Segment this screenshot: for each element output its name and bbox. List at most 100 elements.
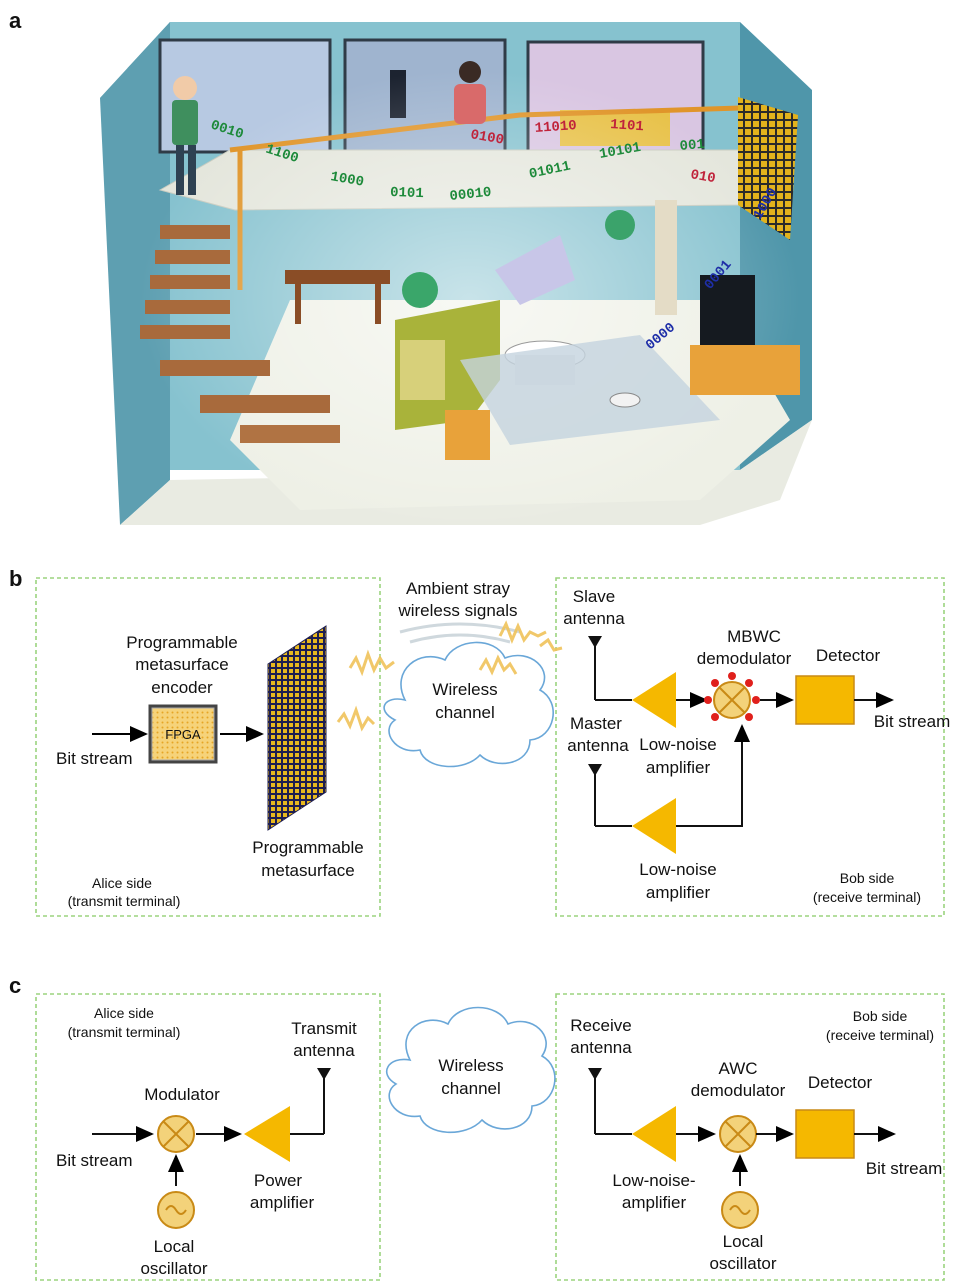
bob-side-label-1: Bob side (840, 870, 895, 886)
plant (402, 272, 438, 308)
armchair (495, 235, 575, 305)
bit-stream-red: 0100 11010 1101 010 (469, 117, 717, 187)
wireless-channel-cloud-c (385, 1006, 556, 1134)
wireless-label-1: Wireless (432, 680, 497, 699)
tower-fan (655, 200, 677, 315)
svg-text:11010: 11010 (534, 118, 577, 137)
svg-text:1000: 1000 (329, 169, 365, 191)
svg-text:0100: 0100 (469, 127, 505, 149)
svg-text:0101: 0101 (390, 185, 424, 202)
panel-b-diagram: Programmable metasurface encoder FPGA Bi… (35, 577, 951, 917)
slave-antenna-label-2: antenna (563, 609, 625, 628)
lna2-label-2: amplifier (646, 883, 711, 902)
receive-antenna-label-1: Receive (570, 1016, 631, 1035)
left-wall (100, 22, 170, 525)
bob-box-c (555, 993, 945, 1281)
bob-side-label-c-2: (receive terminal) (826, 1027, 934, 1043)
mbwc-label-2: demodulator (697, 649, 792, 668)
alice-side-label-2: (transmit terminal) (68, 893, 181, 909)
lna1-label-2: amplifier (646, 758, 711, 777)
modulator-icon (157, 1115, 195, 1153)
awc-label-1: AWC (718, 1059, 757, 1078)
lna-c-label-1: Low-noise- (612, 1171, 695, 1190)
local-oscillator-icon-2 (721, 1191, 759, 1229)
metasurface-label-2: metasurface (261, 861, 355, 880)
detector-block-c (795, 1109, 855, 1159)
bit-stream-in-label: Bit stream (56, 749, 133, 768)
bit-stream-out-label: Bit stream (874, 712, 951, 731)
bob-side-label-c-1: Bob side (853, 1008, 908, 1024)
awc-demodulator-icon (719, 1115, 757, 1153)
house-scene: 0010 1100 1000 0101 00010 01011 10101 00… (100, 22, 812, 530)
panel-c-diagram: Alice side (transmit terminal) Transmit … (35, 993, 945, 1281)
mbwc-demodulator-icon (704, 672, 760, 721)
master-antenna-label-1: Master (570, 714, 622, 733)
panel-letter-c: c (9, 973, 22, 998)
svg-text:001: 001 (679, 137, 706, 155)
stray-signals (336, 620, 563, 732)
slave-antenna-label-1: Slave (573, 587, 616, 606)
master-antenna-icon (588, 764, 602, 826)
master-antenna-label-2: antenna (567, 736, 629, 755)
encoder-label-3: encoder (151, 678, 213, 697)
alice-side-label-1: Alice side (94, 1005, 154, 1021)
alice-box-c (35, 993, 381, 1281)
alice-side-label-1: Alice side (92, 875, 152, 891)
metasurface-label-1: Programmable (252, 838, 364, 857)
lna1-label-1: Low-noise (639, 735, 717, 754)
panel-letter-b: b (9, 566, 23, 591)
bit-stream-out-label-c: Bit stream (866, 1159, 943, 1178)
lo2-label-1: Local (723, 1232, 764, 1251)
power-amp-label-2: amplifier (250, 1193, 315, 1212)
person-seated (454, 61, 486, 124)
staircase (140, 225, 340, 443)
local-oscillator-icon-1 (157, 1191, 195, 1229)
wireless-label-2: channel (435, 703, 495, 722)
transmit-antenna-icon (317, 1068, 331, 1134)
dining-table (285, 270, 390, 284)
bob-side-label-2: (receive terminal) (813, 889, 921, 905)
side-table (445, 410, 490, 460)
encoder-label-2: metasurface (135, 655, 229, 674)
wireless-channel-cloud (383, 641, 554, 768)
lna-2 (632, 798, 676, 854)
wall-metasurface (738, 97, 798, 240)
lna2-label-1: Low-noise (639, 860, 717, 879)
power-amp-label-1: Power (254, 1171, 303, 1190)
lo1-label-1: Local (154, 1237, 195, 1256)
rug (460, 335, 720, 445)
receive-antenna-icon (588, 1068, 602, 1134)
bob-box (555, 577, 945, 917)
programmable-metasurface (267, 625, 327, 831)
panel-letter-a: a (9, 8, 22, 33)
alice-side-label-2: (transmit terminal) (68, 1024, 181, 1040)
modulator-label: Modulator (144, 1085, 220, 1104)
person-alice (172, 76, 198, 195)
ambient-label-2: wireless signals (397, 601, 517, 620)
detector-label: Detector (816, 646, 881, 665)
receive-antenna-label-2: antenna (570, 1038, 632, 1057)
fpga-chip (148, 704, 218, 764)
bit-stream-in-label-c: Bit stream (56, 1151, 133, 1170)
tv-cabinet (690, 345, 800, 395)
svg-text:00010: 00010 (449, 185, 492, 205)
lna-c (632, 1106, 676, 1162)
ambient-label-1: Ambient stray (406, 579, 510, 598)
wireless-label-c-2: channel (441, 1079, 501, 1098)
svg-text:10101: 10101 (598, 140, 642, 163)
transmit-antenna-label-2: antenna (293, 1041, 355, 1060)
wireless-label-c-1: Wireless (438, 1056, 503, 1075)
lo1-label-2: oscillator (140, 1259, 207, 1278)
detector-label-c: Detector (808, 1073, 873, 1092)
transmit-antenna-label-1: Transmit (291, 1019, 357, 1038)
lo2-label-2: oscillator (709, 1254, 776, 1273)
detector-block (795, 675, 855, 725)
power-amplifier (244, 1106, 290, 1162)
robot-vacuum (609, 392, 641, 408)
svg-text:010: 010 (689, 167, 717, 187)
lna-1 (632, 672, 676, 728)
slave-antenna-icon (588, 636, 602, 700)
tv (700, 275, 755, 345)
lna-c-label-2: amplifier (622, 1193, 687, 1212)
alice-box (35, 577, 381, 917)
